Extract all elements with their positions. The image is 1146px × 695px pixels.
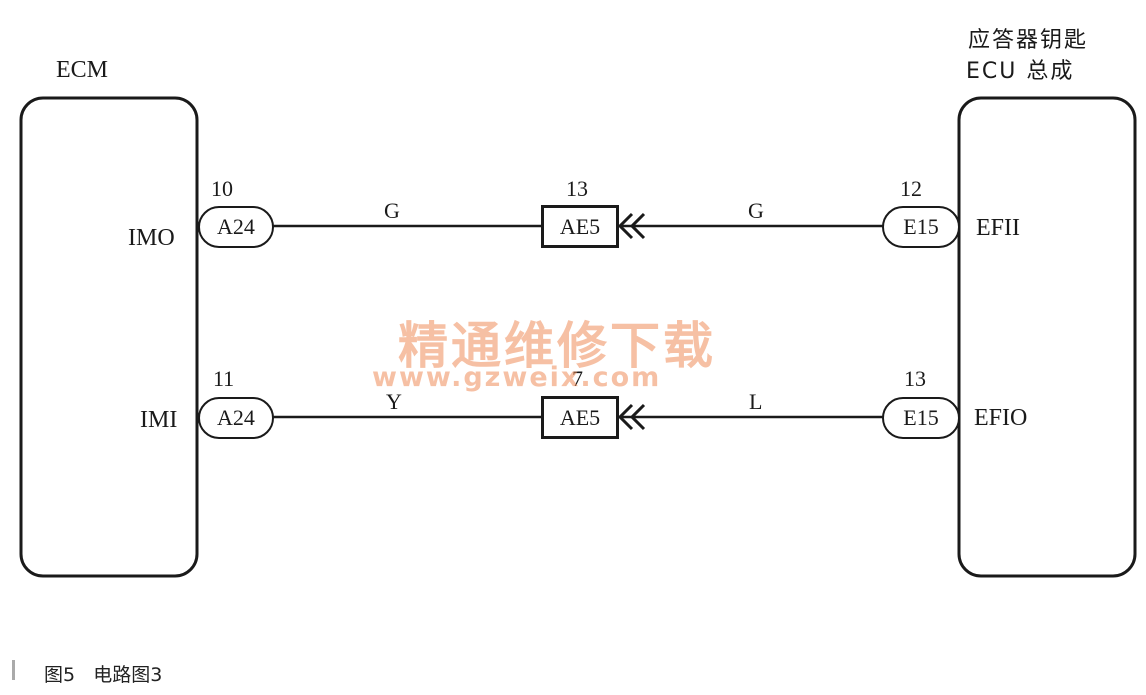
left-signal-label-1: IMO — [128, 225, 175, 251]
left-connector-label-2: A24 — [217, 405, 255, 430]
junction-pin-number-2: 7 — [572, 366, 583, 391]
ecm-unit-box — [19, 96, 199, 578]
right-pin-number-2: 13 — [904, 366, 926, 391]
key-ecu-title-line1: 应答器钥匙 — [968, 28, 1089, 53]
watermark-url: www.gzweix.com — [372, 362, 662, 393]
right-connector-label-2: E15 — [903, 405, 939, 430]
watermark-text: 精通维修下载 — [398, 317, 716, 375]
connector-chevron-circuit-1 — [617, 212, 646, 240]
connector-chevron-circuit-2 — [617, 403, 646, 431]
left-connector-label-1: A24 — [217, 214, 255, 239]
left-pin-number-2: 11 — [213, 366, 235, 391]
figure-title: 电路图3 — [93, 664, 163, 686]
right-pin-number-1: 12 — [900, 176, 922, 201]
right-connector-1: E15 — [882, 206, 960, 248]
left-signal-label-2: IMI — [140, 407, 178, 433]
right-connector-2: E15 — [882, 397, 960, 439]
left-wire-color-1: G — [384, 198, 400, 223]
junction-connector-label-2: AE5 — [559, 404, 601, 430]
left-wire-color-2: Y — [386, 389, 402, 414]
junction-connector-2: AE5 — [541, 396, 619, 439]
figure-caption: 图5 电路图3 — [44, 660, 162, 687]
figure-number: 图5 — [44, 664, 76, 686]
right-connector-label-1: E15 — [903, 214, 939, 239]
junction-pin-number-1: 13 — [566, 176, 588, 201]
ecm-title: ECM — [56, 57, 109, 83]
key-ecu-unit-box — [957, 96, 1137, 578]
right-wire-color-1: G — [748, 198, 764, 223]
left-connector-1: A24 — [198, 206, 274, 248]
caption-marker — [12, 660, 15, 680]
junction-connector-label-1: AE5 — [559, 213, 601, 239]
left-connector-2: A24 — [198, 397, 274, 439]
junction-connector-1: AE5 — [541, 205, 619, 248]
right-signal-label-2: EFIO — [974, 405, 1028, 431]
right-signal-label-1: EFII — [976, 215, 1020, 241]
right-wire-color-2: L — [749, 389, 763, 414]
key-ecu-title-line2: ECU 总成 — [966, 59, 1075, 84]
left-pin-number-1: 10 — [211, 176, 233, 201]
